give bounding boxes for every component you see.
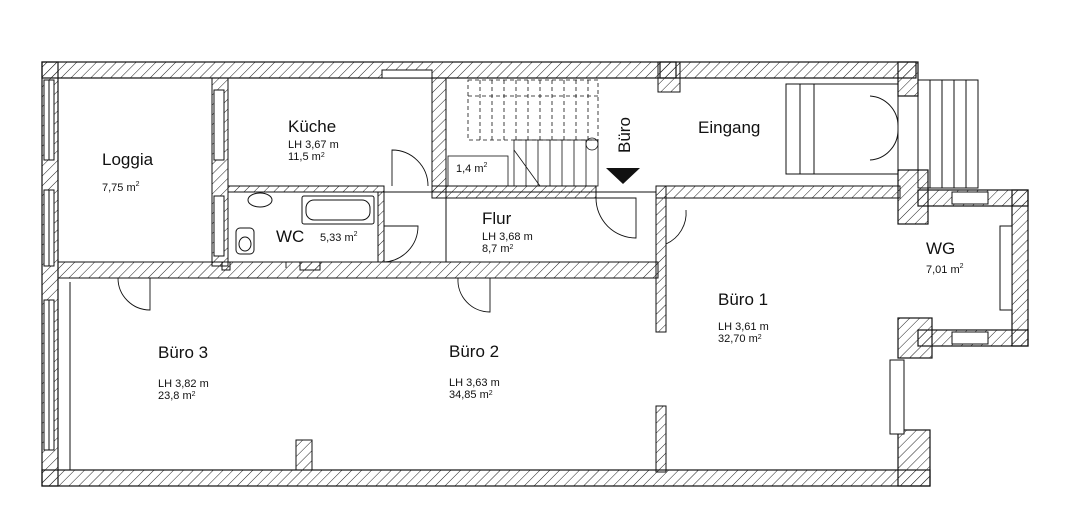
room-name-loggia: Loggia [102, 150, 154, 169]
area-value: 5,33 m [320, 232, 354, 244]
room-height-buero1: LH 3,61 m [718, 321, 769, 333]
room-name-kueche: Küche [288, 117, 337, 136]
bathroom-fixtures [235, 192, 375, 255]
direction-arrow [606, 168, 640, 184]
room-area-flur: 8,7 m2 [482, 243, 513, 255]
room-name-buero-vertical: Büro [615, 117, 634, 153]
area-unit-sup: 2 [488, 390, 493, 397]
room-height-buero3: LH 3,82 m [158, 378, 209, 390]
room-name-eingang: Eingang [698, 118, 761, 137]
area-value: 11,5 m [288, 151, 321, 163]
room-name-buero1: Büro 1 [718, 290, 769, 309]
room-height-buero2: LH 3,63 m [449, 377, 500, 389]
room-name-buero3: Büro 3 [158, 343, 209, 362]
area-value: 8,7 m [482, 243, 510, 255]
door-swings [117, 149, 687, 313]
room-area-loggia: 7,75 m2 [102, 181, 140, 194]
room-height-flur: LH 3,68 m [482, 231, 533, 243]
left-windows [43, 79, 225, 451]
room-area-wg: 7,01 m2 [926, 263, 964, 276]
area-unit-sup: 2 [959, 263, 964, 270]
area-unit-sup: 2 [757, 334, 762, 341]
area-value: 7,75 m [102, 182, 136, 194]
area-unit-sup: 2 [509, 244, 514, 251]
room-area-buero1: 32,70 m2 [718, 333, 762, 345]
room-name-buero2: Büro 2 [449, 342, 500, 361]
area-value: 7,01 m [926, 264, 960, 276]
room-area-buero3: 23,8 m2 [158, 390, 196, 402]
room-name-wc: WC [276, 227, 305, 246]
room-area-wc: 5,33 m2 [320, 231, 358, 244]
entrance-steps [785, 79, 979, 189]
room-name-wg: WG [926, 239, 956, 258]
room-area-buero2: 34,85 m2 [449, 389, 493, 401]
room-area-abstell: 1,4 m2 [456, 162, 488, 175]
wg-windows [889, 191, 1013, 435]
staircase [447, 79, 599, 187]
partition-lines [69, 191, 656, 470]
area-unit-sup: 2 [135, 181, 140, 188]
area-unit-sup: 2 [191, 391, 196, 398]
area-value: 23,8 m [158, 390, 192, 402]
interior-walls [57, 61, 901, 473]
room-height-kueche: LH 3,67 m [288, 139, 339, 151]
area-value: 32,70 m [718, 333, 758, 345]
area-unit-sup: 2 [483, 162, 488, 169]
room-area-kueche: 11,5 m2 [288, 151, 325, 163]
area-value: 34,85 m [449, 389, 489, 401]
room-name-flur: Flur [482, 209, 512, 228]
area-unit-sup: 2 [353, 231, 358, 238]
area-unit-sup: 2 [320, 152, 325, 159]
exterior-walls [41, 61, 1029, 487]
area-value: 1,4 m [456, 163, 484, 175]
